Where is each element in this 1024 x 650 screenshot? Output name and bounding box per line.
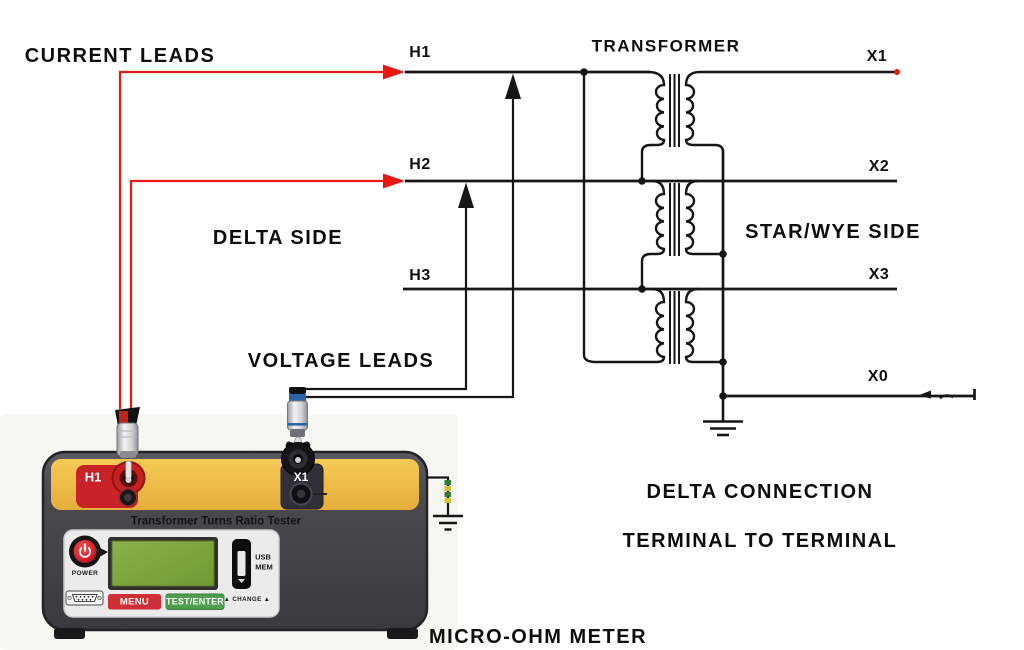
current-lead-wires [118, 70, 383, 409]
voltage-lead-h1-wire [293, 99, 515, 399]
serial-port-icon [65, 590, 104, 606]
current-probe [111, 407, 146, 508]
winding3-primary-coil-delta-link [582, 72, 666, 364]
menu-button [108, 594, 161, 610]
probe-pin [125, 460, 132, 480]
lcd-screen [108, 537, 218, 590]
current-lead-h1-wire [118, 70, 383, 409]
test-button-label: TEST/ENTER [165, 596, 225, 607]
terminal-lines [403, 70, 976, 400]
usb-eject-arrow-icon [238, 579, 245, 583]
probe-body [287, 400, 308, 431]
ground-wire-bands [444, 480, 451, 503]
device-h1-pad-label: H1 [84, 469, 102, 485]
ground-icon [703, 396, 743, 437]
transformer-label: TRANSFORMER [591, 36, 741, 56]
winding2-primary-coil [640, 179, 666, 289]
h3-terminal-label: H3 [409, 267, 431, 284]
winding1-primary-coil [640, 70, 666, 181]
test-enter-button [165, 593, 225, 610]
winding2-core [669, 183, 680, 256]
x0-break-squiggle [939, 394, 954, 400]
transformer-winding-2 [640, 179, 723, 289]
tester-device [41, 387, 463, 639]
change-label: ▲ CHANGE ▲ [223, 595, 271, 603]
earth-ground-icon [433, 514, 463, 531]
probe-blue-band [289, 394, 306, 401]
winding1-secondary-coil-x1-line [684, 70, 897, 153]
voltage-arrow-h1-icon [505, 73, 521, 99]
star-wye-side-label: STAR/WYE SIDE [745, 221, 921, 243]
power-icon [78, 543, 92, 558]
current-lead-h2-wire [129, 179, 383, 409]
current-arrow-h2-icon [383, 173, 405, 189]
junction-dots [580, 68, 727, 400]
device-foot-right [387, 628, 418, 639]
h1-terminal-label: H1 [409, 44, 431, 61]
device-x1-pad-label: X1 [293, 470, 309, 484]
device-earth-ground [426, 476, 463, 531]
voltage-lead-wires [293, 99, 515, 399]
x1-terminal-label: X1 [866, 48, 888, 65]
current-leads-label: CURRENT LEADS [24, 45, 216, 67]
mem-label: MEM [255, 561, 273, 571]
current-arrow-h1-icon [383, 64, 405, 80]
usb-label: USB [255, 552, 271, 562]
winding3-core [669, 291, 680, 364]
winding2-secondary-coil [684, 179, 723, 256]
power-button [69, 535, 108, 568]
terminal-to-terminal-label: TERMINAL TO TERMINAL [622, 530, 898, 552]
voltage-lead-h2-wire [293, 207, 468, 391]
voltage-leads-label: VOLTAGE LEADS [247, 350, 435, 372]
winding1-core [669, 74, 680, 147]
probe-cap [289, 387, 306, 394]
x0-terminal-label: X0 [867, 368, 889, 385]
x3-terminal-label: X3 [868, 266, 890, 283]
transformer-winding-3 [582, 72, 723, 364]
h2-terminal-label: H2 [409, 156, 431, 173]
transformer-symbol [582, 70, 897, 437]
x1-endpoint-dot [894, 69, 900, 75]
winding3-secondary-coil [684, 287, 723, 364]
voltage-probe [281, 387, 315, 506]
transformer-winding-1 [640, 70, 897, 181]
voltage-arrow-h2-icon [458, 182, 474, 208]
delta-connection-label: DELTA CONNECTION [646, 481, 874, 503]
x0-break-arrow-icon [918, 390, 931, 399]
x2-terminal-label: X2 [868, 158, 890, 175]
usb-slot [232, 539, 251, 589]
device-foot-left [54, 628, 85, 639]
delta-side-label: DELTA SIDE [212, 227, 344, 249]
power-label: POWER [71, 569, 99, 577]
menu-button-label: MENU [119, 596, 150, 608]
device-title: Transformer Turns Ratio Tester [130, 515, 302, 528]
micro-ohm-meter-label: MICRO-OHM METER [428, 626, 648, 648]
